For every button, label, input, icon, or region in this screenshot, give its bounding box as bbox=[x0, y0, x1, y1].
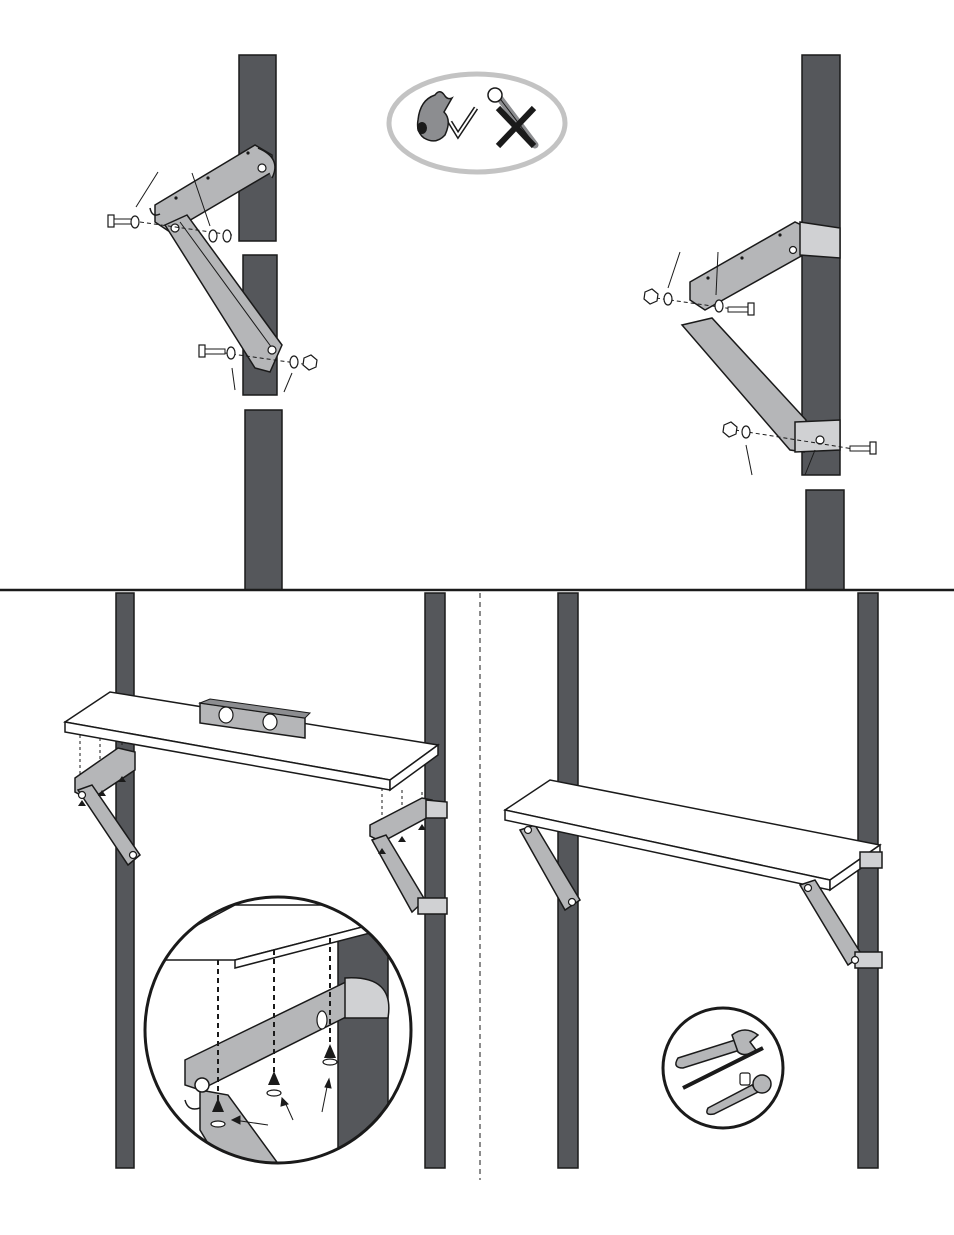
panel-2-bracket-attach bbox=[644, 55, 876, 590]
panel-3-shelf-install bbox=[65, 593, 447, 1180]
right-post bbox=[425, 593, 445, 1168]
tools-callout bbox=[663, 1008, 783, 1128]
hand-tighten-callout bbox=[389, 74, 565, 172]
detail-callout-circle bbox=[145, 880, 420, 1180]
panel-4-finished-shelf bbox=[505, 593, 882, 1168]
right-post bbox=[858, 593, 878, 1168]
post-upper-right bbox=[802, 55, 844, 590]
left-post bbox=[116, 593, 134, 1168]
panel-1-bracket-attach bbox=[108, 55, 317, 590]
